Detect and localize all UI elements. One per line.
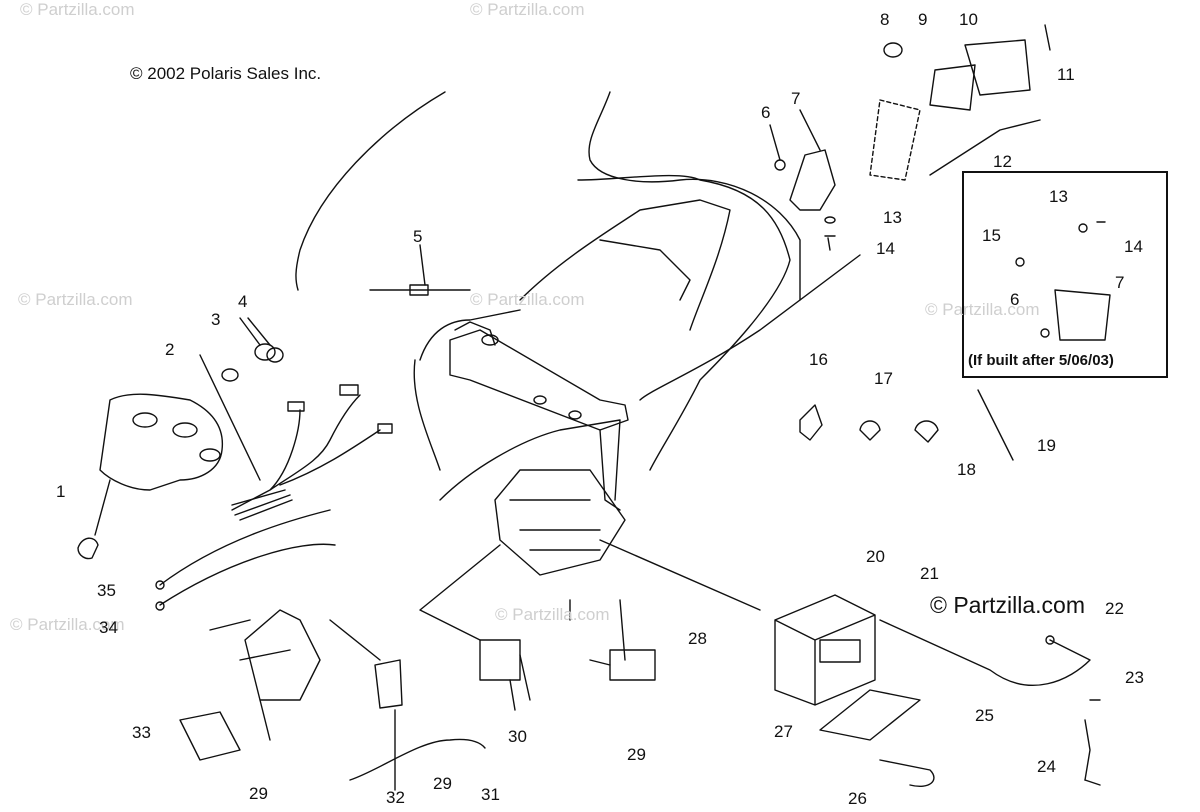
callout-30: 30 <box>508 727 527 746</box>
callout-23: 23 <box>1125 668 1144 687</box>
wiring-harness <box>231 394 381 511</box>
callout-20: 20 <box>866 547 885 566</box>
callout-14: 14 <box>876 239 895 258</box>
watermark: © Partzilla.com <box>470 290 585 309</box>
watermark: © Partzilla.com <box>20 0 135 19</box>
battery <box>774 594 876 706</box>
inset-callout-7: 7 <box>1115 273 1125 292</box>
callout-35: 35 <box>97 581 116 600</box>
callout-16: 16 <box>809 350 828 369</box>
watermark: © Partzilla.com <box>10 615 125 634</box>
watermark: © Partzilla.com <box>18 290 133 309</box>
callout-2: 2 <box>165 340 175 359</box>
hood-outline <box>295 91 446 291</box>
callout-6: 6 <box>761 103 771 122</box>
watermark: © Partzilla.com <box>925 300 1040 319</box>
callout-1: 1 <box>56 482 66 501</box>
callout-21: 21 <box>920 564 939 583</box>
coil <box>374 659 403 709</box>
callout-29b: 29 <box>433 774 452 793</box>
frame <box>449 329 629 431</box>
callout-22: 22 <box>1105 599 1124 618</box>
callout-33: 33 <box>132 723 151 742</box>
watermark-dark: © Partzilla.com <box>930 592 1085 618</box>
seat-body <box>577 174 791 471</box>
callout-3: 3 <box>211 310 221 329</box>
inset-note: (If built after 5/06/03) <box>968 352 1114 369</box>
inset-callout-15: 15 <box>982 226 1001 245</box>
callout-28: 28 <box>688 629 707 648</box>
callout-18: 18 <box>957 460 976 479</box>
callout-19: 19 <box>1037 436 1056 455</box>
callout-9: 9 <box>918 10 928 29</box>
callout-17: 17 <box>874 369 893 388</box>
callout-25: 25 <box>975 706 994 725</box>
callout-8: 8 <box>880 10 890 29</box>
callout-13: 13 <box>883 208 902 227</box>
headlight-housing <box>99 393 224 491</box>
fender-outline <box>588 91 801 301</box>
watermark: © Partzilla.com <box>495 605 610 624</box>
callout-24: 24 <box>1037 757 1056 776</box>
callout-10: 10 <box>959 10 978 29</box>
callout-27: 27 <box>774 722 793 741</box>
callout-5: 5 <box>413 227 423 246</box>
watermark: © Partzilla.com <box>470 0 585 19</box>
inset-callout-13: 13 <box>1049 187 1068 206</box>
callout-12: 12 <box>993 152 1012 171</box>
callout-11: 11 <box>1057 65 1075 84</box>
module <box>179 711 241 761</box>
callout-31: 31 <box>481 785 500 804</box>
callout-29c: 29 <box>249 784 268 803</box>
inset-box <box>962 171 1168 378</box>
copyright-text: © 2002 Polaris Sales Inc. <box>130 64 322 83</box>
callout-7: 7 <box>791 89 801 108</box>
callout-4: 4 <box>238 292 248 311</box>
callout-34: 34 <box>99 618 118 637</box>
callout-29: 29 <box>627 745 646 764</box>
callout-32: 32 <box>386 788 405 807</box>
callout-26: 26 <box>848 789 867 808</box>
inset-callout-14: 14 <box>1124 237 1143 256</box>
inset-callout-6: 6 <box>1010 290 1020 309</box>
